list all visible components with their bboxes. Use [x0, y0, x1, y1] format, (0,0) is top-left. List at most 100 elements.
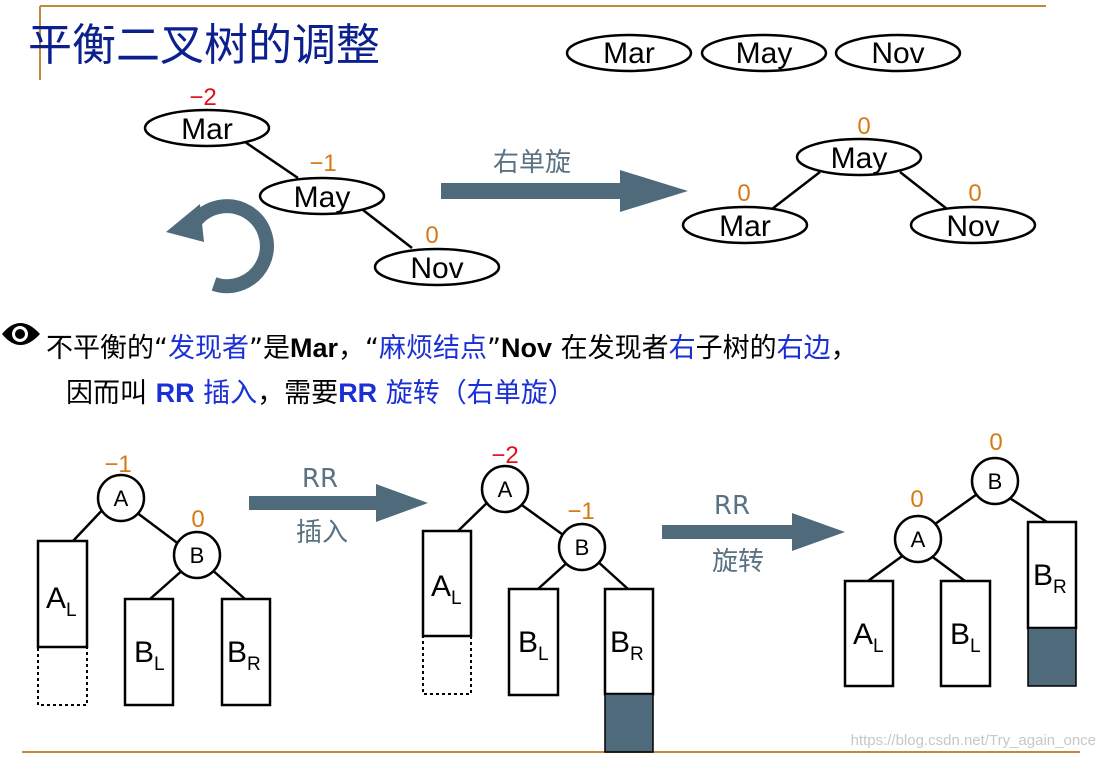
description-line-1-segment-8: 在发现者: [552, 333, 669, 364]
stage3-node-a-balance: 0: [910, 486, 923, 513]
description-line-2-segment-1: RR: [156, 378, 195, 408]
node-may: [258, 176, 386, 216]
stage3-node-b-label: B: [988, 469, 1003, 494]
node-nov-label: Nov: [410, 252, 463, 285]
stage1-node-a-label: A: [114, 486, 129, 511]
stage2-after-insert: A −2 B −1 AL BL BR: [421, 442, 655, 753]
stage2-node-b-label: B: [575, 535, 590, 560]
stage3-subtree-al: [843, 579, 895, 688]
stage2-node-b: [557, 522, 607, 572]
stage3-node-a-label: A: [911, 527, 926, 552]
description-line-1-segment-5: 麻烦结点: [379, 333, 487, 364]
sequence-item-2: Nov: [871, 37, 924, 70]
node-mar: [143, 108, 271, 148]
stage2-node-b-balance: −1: [567, 498, 594, 525]
description-line-1-segment-12: ，: [831, 333, 858, 364]
stage3-subtree-bl-label: BL: [950, 618, 981, 657]
rr-rotate-arrow: [662, 513, 845, 551]
stage2-subtree-bl-label: BL: [518, 626, 549, 665]
stage1-node-a-balance: −1: [104, 451, 131, 478]
node-nov-right-balance: 0: [968, 180, 981, 207]
description-line-1-segment-7: Nov: [501, 333, 552, 363]
description-line-1-segment-3: Mar: [290, 333, 339, 363]
stage1-subtree-al-extension: [37, 646, 88, 706]
node-mar-left-balance: 0: [737, 180, 750, 207]
description-line-1-segment-9: 右: [669, 333, 696, 364]
stage1-subtree-bl: [123, 597, 175, 707]
stage2-node-a-balance: −2: [491, 442, 518, 469]
node-nov-right-label: Nov: [946, 210, 999, 243]
rr-rotate-label-2: 旋转: [712, 547, 764, 577]
stage1-before-insert: A −1 B 0 AL BL BR: [36, 451, 272, 707]
rr-insert-arrow: [249, 484, 428, 522]
watermark: https://blog.csdn.net/Try_again_once: [851, 732, 1096, 749]
node-mar-balance: −2: [189, 84, 216, 111]
node-nov: [373, 247, 501, 287]
description-line-1-segment-2: ”是: [249, 333, 290, 364]
description-line-1-segment-4: ，“: [338, 333, 379, 364]
stage2-subtree-br: [603, 587, 655, 696]
stage2-subtree-al-label: AL: [431, 570, 462, 609]
stage3-after-rotation: B 0 A 0 AL BL BR: [843, 429, 1078, 688]
node-may-root-balance: 0: [857, 113, 870, 140]
insertion-sequence: Mar May Nov: [565, 33, 962, 73]
rr-insert-label-2: 插入: [296, 518, 348, 548]
stage3-node-b-balance: 0: [989, 429, 1002, 456]
node-nov-right: [909, 205, 1037, 245]
stage3-node-b: [970, 456, 1020, 506]
description-line-1: 不平衡的“发现者”是Mar，“麻烦结点”Nov 在发现者右子树的右边，: [46, 333, 858, 364]
node-may-root: [795, 137, 923, 177]
stage3-node-a: [893, 514, 943, 564]
rr-insert-label-1: RR: [302, 464, 338, 494]
stage3-inserted-block: [1027, 627, 1077, 687]
stage1-subtree-bl-label: BL: [134, 636, 165, 675]
description-line-1-segment-10: 子树的: [696, 333, 777, 364]
description-line-2-segment-6: （右单旋）: [440, 378, 575, 409]
stage2-subtree-bl: [507, 587, 560, 697]
right-rotation-arrow: [441, 170, 688, 212]
stage1-node-b-label: B: [190, 543, 205, 568]
stage3-subtree-br-label: BR: [1033, 559, 1067, 598]
eye-icon: [2, 323, 40, 345]
node-may-root-label: May: [831, 142, 888, 175]
node-may-balance: −1: [309, 150, 336, 177]
stage1-node-b-balance: 0: [191, 506, 204, 533]
stage1-subtree-br-label: BR: [227, 636, 261, 675]
description-line-2-segment-3: ，需要: [257, 378, 338, 409]
stage3-subtree-al-label: AL: [853, 618, 884, 657]
rr-rotate-label-1: RR: [714, 491, 750, 521]
stage1-node-a: [96, 473, 146, 523]
stage2-inserted-block: [604, 693, 654, 753]
stage2-subtree-al: [421, 529, 473, 638]
node-mar-left: [681, 205, 809, 245]
counterclockwise-rotation-icon: [166, 199, 274, 294]
description-line-2-segment-0: 因而叫: [66, 378, 156, 409]
description-line-1-segment-6: ”: [487, 333, 501, 364]
description-line-2-segment-5: 旋转: [377, 378, 440, 409]
stage2-node-a: [480, 464, 530, 514]
stage2-subtree-br-label: BR: [610, 626, 644, 665]
description-line-2-segment-4: RR: [338, 378, 377, 408]
description-line-1-segment-1: 发现者: [168, 333, 249, 364]
node-may-label: May: [294, 181, 351, 214]
tree-after-rotation: May 0 Mar 0 Nov 0: [681, 113, 1037, 245]
description-line-2: 因而叫 RR 插入，需要RR 旋转（右单旋）: [66, 378, 575, 409]
sequence-item-1: May: [736, 37, 793, 70]
stage3-subtree-bl: [939, 579, 992, 688]
stage1-subtree-al-label: AL: [46, 582, 77, 621]
tree-before-rotation: Mar −2 May −1 Nov 0: [143, 84, 501, 287]
node-mar-label: Mar: [181, 113, 233, 146]
right-rotation-label: 右单旋: [493, 148, 571, 178]
stage2-node-a-label: A: [498, 477, 513, 502]
description-line-1-segment-11: 右边: [777, 333, 831, 364]
node-nov-balance: 0: [425, 222, 438, 249]
description-line-2-segment-2: 插入: [195, 378, 258, 409]
node-mar-left-label: Mar: [719, 210, 771, 243]
stage1-subtree-br: [220, 597, 272, 707]
stage1-node-b: [172, 530, 222, 580]
page-title: 平衡二叉树的调整: [28, 20, 380, 71]
sequence-item-0: Mar: [603, 37, 655, 70]
stage2-subtree-al-extension: [422, 635, 472, 695]
description-line-1-segment-0: 不平衡的“: [46, 333, 168, 364]
